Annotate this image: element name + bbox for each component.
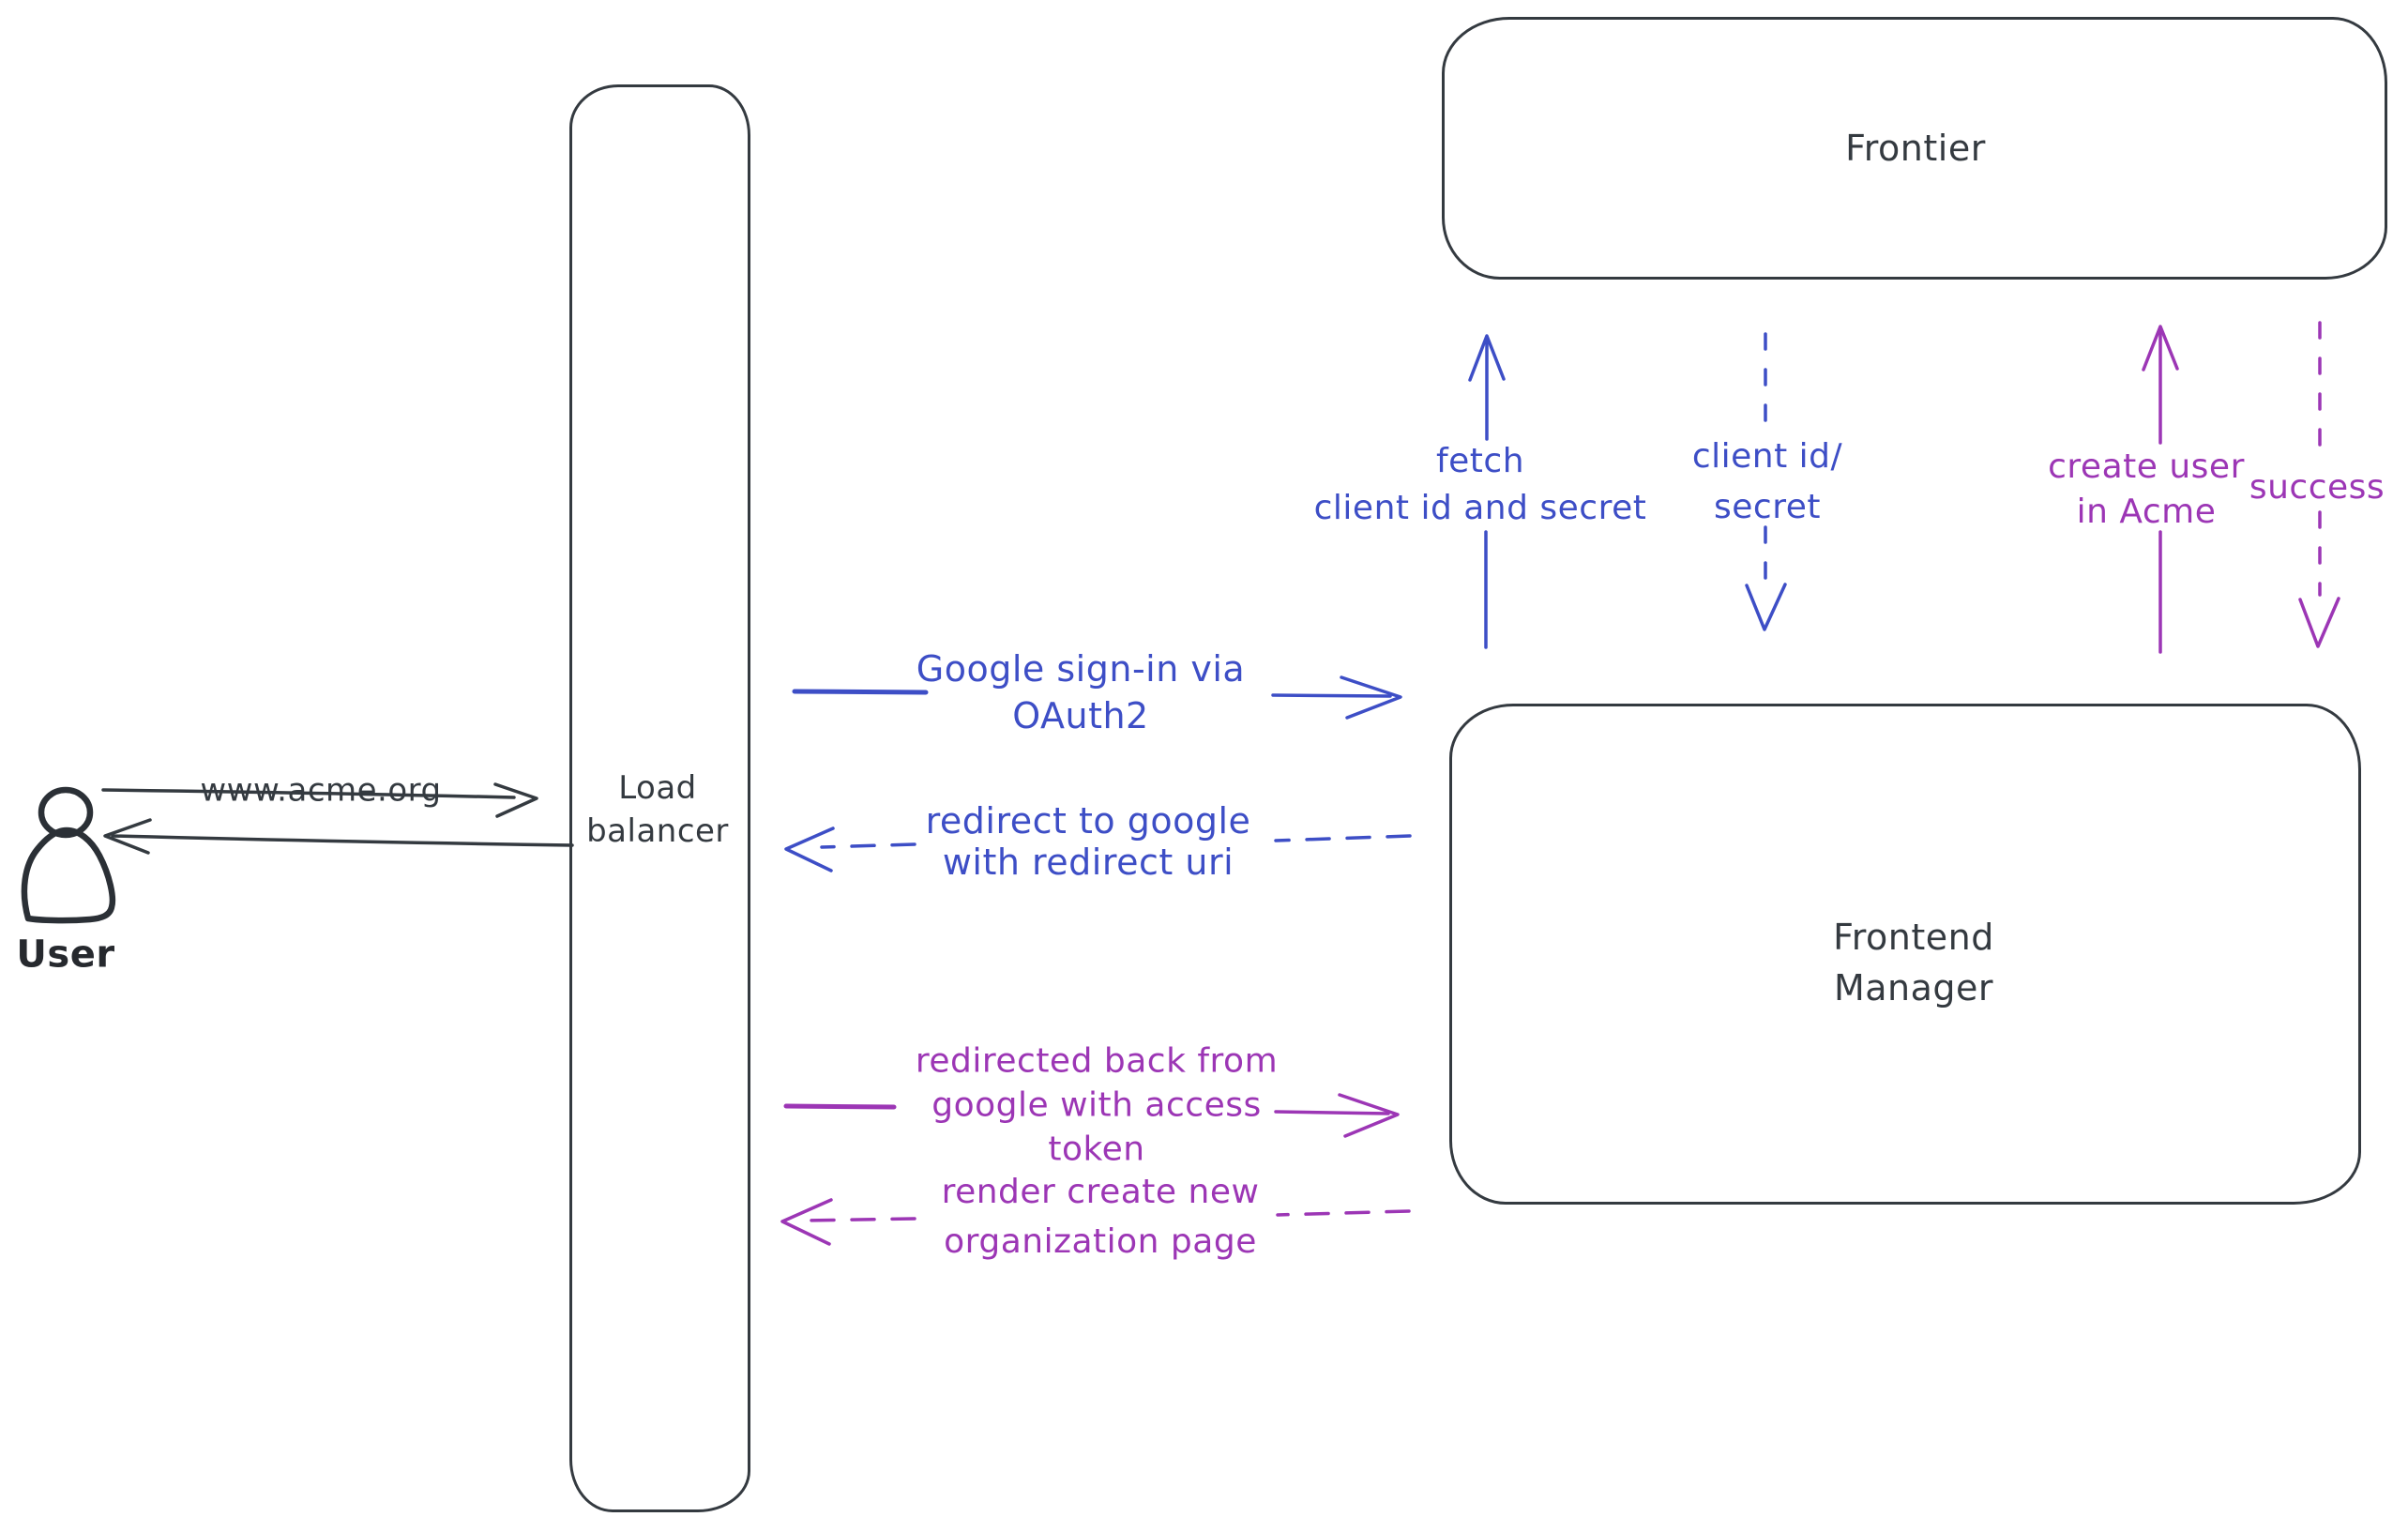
edge-label-client-id-secret: client id/ secret <box>1691 437 1843 526</box>
arrowhead <box>2298 597 2340 648</box>
arrowhead <box>103 818 152 855</box>
node-user-label: User <box>16 933 115 977</box>
user-body <box>21 827 116 924</box>
node-frontier-label: Frontier <box>1845 127 1986 169</box>
user-head <box>38 786 94 839</box>
arrowhead <box>493 782 538 818</box>
node-frontend-manager <box>1449 704 2361 1205</box>
node-frontend-manager-label: Frontend Manager <box>1833 917 1994 1009</box>
arrow-render-org-page <box>780 1198 1411 1246</box>
node-frontier <box>1442 17 2387 280</box>
arrow-lb-return <box>103 818 574 855</box>
arrowhead <box>1745 583 1787 631</box>
arrowhead <box>1468 334 1506 382</box>
arrow-google-signin <box>792 675 1402 720</box>
arrowhead <box>784 827 835 872</box>
user-figure <box>21 786 116 924</box>
arrow-redirect-google <box>784 827 1412 872</box>
edge-label-create-user: create user in Acme <box>2048 447 2245 531</box>
arrowhead <box>1338 1093 1400 1138</box>
edge-label-www-acme: www.acme.org <box>200 771 442 810</box>
arrow-success <box>2298 321 2340 648</box>
edge-label-fetch-client: fetch client id and secret <box>1313 442 1647 527</box>
arrow-client-id-secret <box>1745 332 1787 631</box>
arrowhead <box>1340 675 1402 720</box>
edge-label-redirected-back: redirected back from google with access … <box>915 1041 1279 1169</box>
edge-label-success: success <box>2249 468 2385 508</box>
arrowhead <box>2142 325 2179 372</box>
edge-label-render-org-page: render create new organization page <box>941 1173 1260 1261</box>
node-load-balancer-label: Load balancer <box>586 769 729 850</box>
arrow-fetch-client <box>1468 334 1506 649</box>
edge-label-google-signin: Google sign-in via OAuth2 <box>916 648 1246 736</box>
arrow-www-acme <box>101 782 538 818</box>
node-load-balancer <box>569 84 750 1512</box>
edge-label-redirect-google: redirect to google with redirect uri <box>925 800 1251 883</box>
arrowhead <box>780 1198 833 1246</box>
arrow-redirected-back <box>783 1093 1400 1138</box>
arrow-create-user <box>2142 325 2179 654</box>
